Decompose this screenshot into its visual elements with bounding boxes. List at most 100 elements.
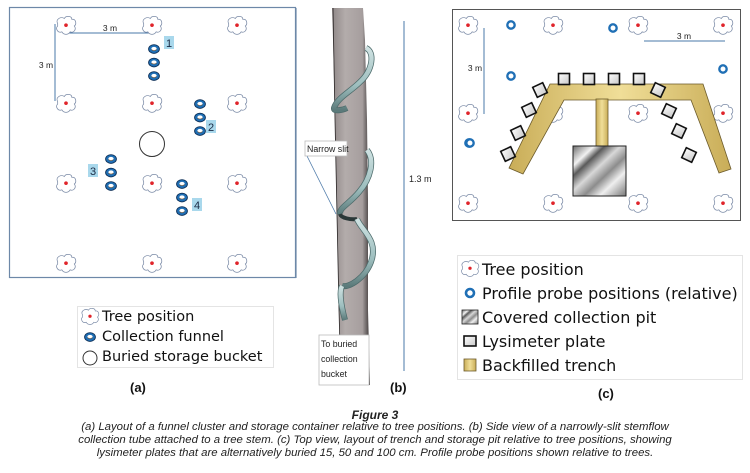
storage-bucket [139,131,165,157]
legend-item-probe: Profile probe positions (relative) [458,281,742,305]
legend-label: Profile probe positions (relative) [482,283,738,303]
caption-line: (a) Layout of a funnel cluster and stora… [81,421,669,433]
cluster-label-3: 3 [88,164,98,178]
tree-icon [227,16,248,35]
svg-text:bucket: bucket [321,369,347,379]
tree-icon [142,174,163,193]
bucket-callout: To buried collection bucket [318,334,370,386]
tree-icon [56,174,77,193]
figure-title: Figure 3 [351,408,399,422]
vertical-spacing-label: 3 m [39,60,53,70]
probe-icon [506,71,516,81]
caption-line: lysimeter plates that are alternatively … [96,447,654,460]
stemflow-tube [331,45,376,321]
bucket-icon [82,350,98,366]
svg-text:collection: collection [321,354,358,364]
cluster-label-4: 4 [192,198,202,212]
tree-icon [227,94,248,113]
panel-a-label: (a) [130,380,146,395]
tree-icon [56,94,77,113]
tree-icon [458,16,479,35]
tree-icon [142,16,163,35]
lysimeter-plate [649,81,667,99]
legend-item-tree: Tree position [78,307,273,327]
horizontal-spacing-label: 3 m [677,31,691,41]
legend-item-lysimeter: Lysimeter plate [458,329,742,353]
panel-c-legend: Tree position Profile probe positions (r… [457,255,743,380]
height-label: 1.3 m [409,174,432,184]
tree-icon [227,254,248,273]
funnel-icon [176,192,188,203]
legend-item-tree: Tree position [458,257,742,281]
funnel-icon [194,126,206,136]
legend-item-trench: Backfilled trench [458,353,742,377]
panel-c-diagram: 3 m 3 m [452,9,741,221]
tree-icon [543,16,564,35]
legend-item-bucket: Buried storage bucket [78,347,273,367]
collection-pit [572,145,627,197]
funnel-icon [176,179,188,189]
slit-callout-line [306,155,337,215]
tree-icon [81,308,100,325]
tree-icon [713,194,734,213]
panel-a-legend: Tree position Collection funnel Buried s… [77,306,274,368]
panel-c-label: (c) [598,386,614,401]
tree-icon [56,16,77,35]
probe-icon [464,287,476,299]
tree-icon [458,194,479,213]
tree-icon [713,104,734,123]
cluster-label-2: 2 [206,120,216,134]
legend-label: Backfilled trench [482,355,617,375]
svg-text:3: 3 [90,166,96,178]
tree-icon [713,16,734,35]
tree-icon [628,104,649,123]
panel-b-diagram: 1.3 m Narrow slit To buried collection b… [295,7,432,386]
panel-a-diagram: 3 m 3 m 1 2 3 4 [8,6,297,279]
legend-label: Tree position [102,309,195,325]
lysimeter-plate [499,145,517,163]
svg-text:Narrow slit: Narrow slit [307,144,349,154]
funnel-icon [194,99,206,109]
legend-item-pit: Covered collection pit [458,305,742,329]
legend-label: Covered collection pit [482,307,657,327]
tree-icon [227,174,248,193]
tree-icon [142,254,163,273]
funnel-icon [105,154,117,164]
probe-icon [608,23,618,33]
svg-text:1: 1 [166,38,172,50]
lysimeter-plate [520,101,538,119]
svg-text:To buried: To buried [321,339,357,349]
trench-icon [463,358,477,372]
legend-label: Buried storage bucket [102,349,263,365]
tree-icon [458,104,479,123]
pit-icon [461,309,479,325]
lysimeter-plate [582,72,596,86]
funnel-icon [148,71,160,81]
funnel-icon [105,181,117,191]
svg-text:4: 4 [194,200,200,212]
figure-caption: (a) Layout of a funnel cluster and stora… [0,421,750,461]
horizontal-spacing-label: 3 m [103,23,117,33]
tree-icon [142,94,163,113]
lysimeter-icon [463,335,477,347]
lysimeter-plate [660,102,678,120]
legend-label: Lysimeter plate [482,331,606,351]
cluster-label-1: 1 [164,36,174,50]
tree-icon [628,16,649,35]
funnel-icon [176,206,188,216]
probe-icon [718,64,728,74]
vertical-spacing-label: 3 m [468,63,482,73]
probe-icon [506,20,516,30]
funnel-icon [194,112,206,123]
funnel-icon [84,332,96,342]
legend-label: Collection funnel [102,329,224,345]
svg-text:2: 2 [208,122,214,134]
tree-icon [628,194,649,213]
funnel-icon [105,167,117,178]
lysimeter-plate [607,72,621,86]
lysimeter-plate [531,81,549,99]
lysimeter-plate [557,72,571,86]
legend-item-funnel: Collection funnel [78,327,273,347]
lysimeter-plate [680,146,698,164]
tree-icon [461,260,480,277]
